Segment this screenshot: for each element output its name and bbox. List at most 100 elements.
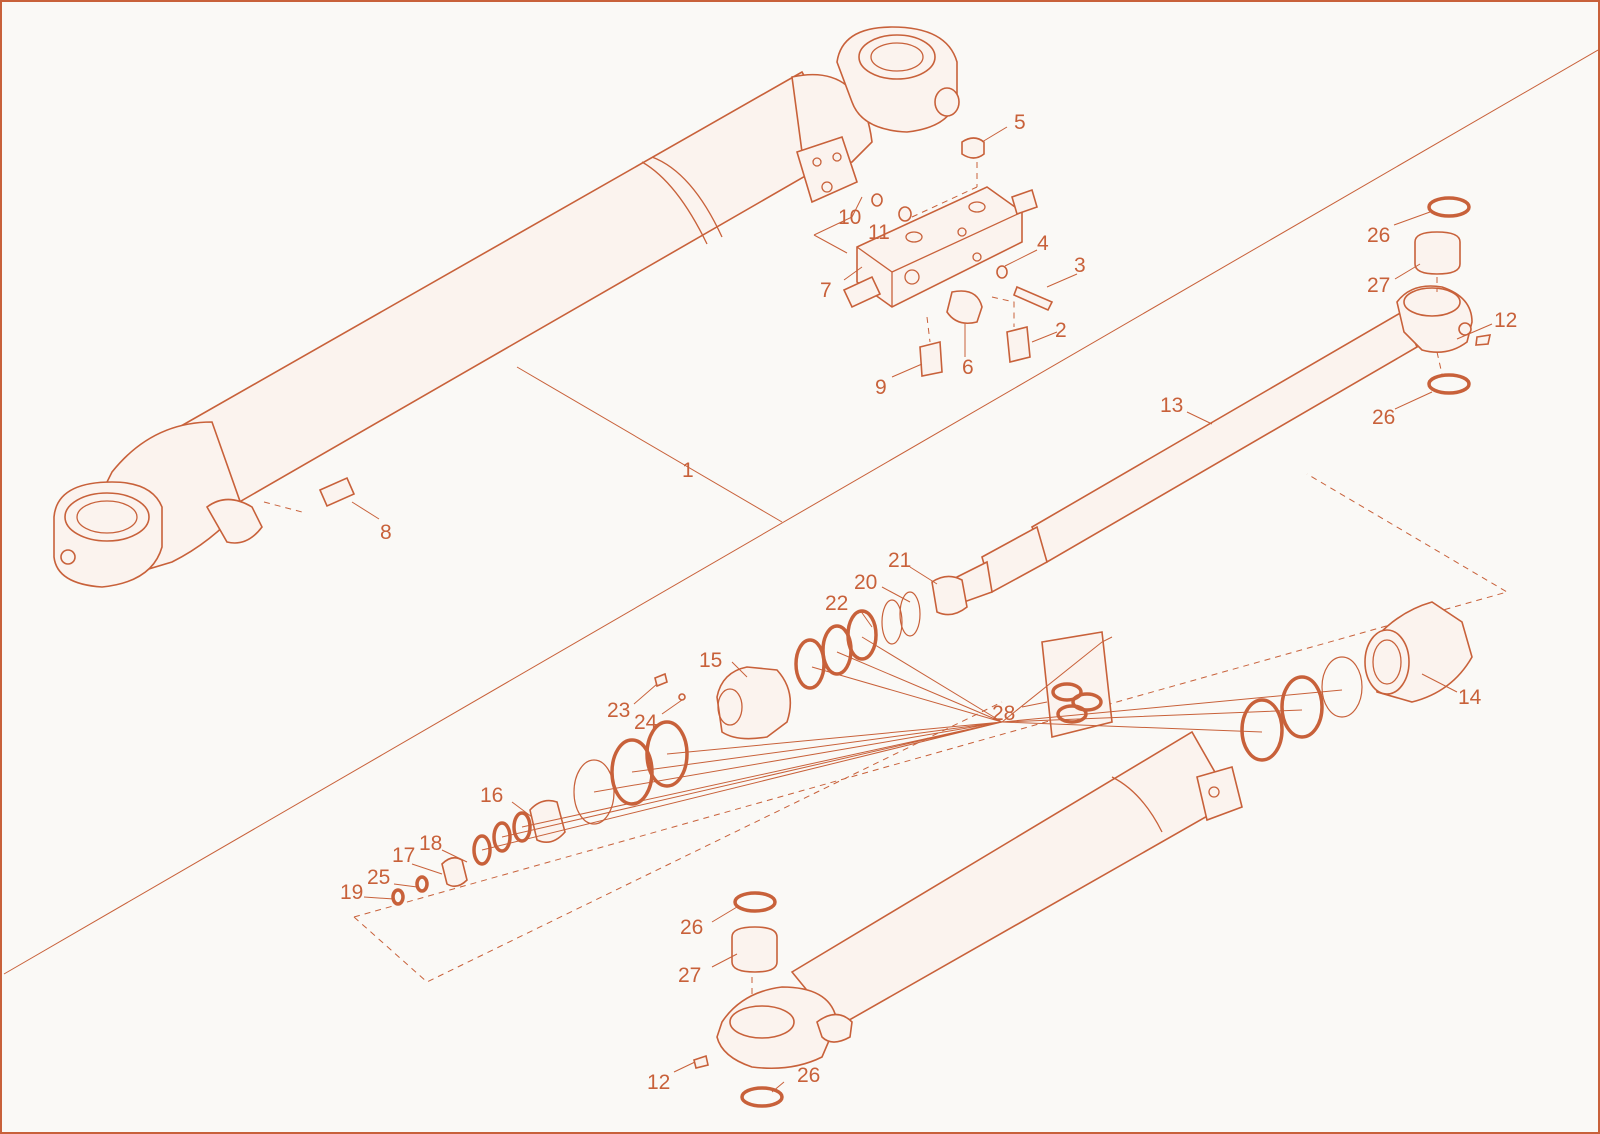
callout-2: 2 xyxy=(1055,319,1067,342)
seal-ring-b xyxy=(610,738,654,806)
gland-14-bore xyxy=(1372,639,1402,685)
assembled-cylinder xyxy=(53,26,960,588)
callout-27-right: 27 xyxy=(1367,274,1390,297)
bushing-27-right xyxy=(1414,231,1461,275)
oring-18 xyxy=(472,834,492,866)
wear-ring-21 xyxy=(931,575,968,616)
leader-15 xyxy=(731,661,748,678)
callout-14: 14 xyxy=(1458,686,1482,709)
callout-10: 10 xyxy=(838,206,861,229)
seal-kit-boundary xyxy=(353,473,1509,983)
leader-8 xyxy=(351,501,380,520)
leader-21 xyxy=(909,566,938,585)
oring-10 xyxy=(871,193,883,207)
valve-block-edge xyxy=(856,246,893,273)
leader-26-upper-left xyxy=(711,906,738,923)
callout-26-upper-right: 26 xyxy=(1367,224,1390,247)
callout-26-upper-left: 26 xyxy=(680,916,703,939)
valve-block-edge-2 xyxy=(891,211,1023,273)
fitting-8-axis xyxy=(263,501,303,513)
callout-9: 9 xyxy=(875,376,887,399)
gland-seal-a xyxy=(1321,656,1363,718)
cylinder-tube xyxy=(790,730,1234,1029)
bushing-27-left xyxy=(731,926,778,973)
callout-18: 18 xyxy=(419,832,442,855)
valve-block xyxy=(856,186,1023,308)
leader-12-left xyxy=(673,1061,696,1073)
callout-24: 24 xyxy=(634,711,658,734)
seal-26-lower-left xyxy=(740,1086,784,1108)
leader-25 xyxy=(393,883,418,888)
washer-25 xyxy=(415,875,429,893)
fitting-8 xyxy=(263,476,356,513)
rod-eye-top-bore-inner xyxy=(870,42,924,72)
valve-small-parts xyxy=(871,137,1054,377)
leader-5 xyxy=(981,126,1008,143)
rod-eye-bore xyxy=(1403,287,1461,317)
valve-block-group xyxy=(842,186,1038,309)
callout-22: 22 xyxy=(825,592,848,615)
callout-11: 11 xyxy=(868,221,890,244)
leader-19 xyxy=(363,896,395,900)
piston-15-face xyxy=(717,688,743,726)
callout-12-right: 12 xyxy=(1494,309,1517,332)
leader-14 xyxy=(1421,673,1458,693)
valve-port-3 xyxy=(904,269,920,285)
callout-17: 17 xyxy=(392,844,415,867)
rod-eye-top-bore xyxy=(858,34,936,80)
leader-12-right xyxy=(1456,323,1493,340)
leader-26-lower-left xyxy=(771,1081,785,1093)
callout-12-left: 12 xyxy=(647,1071,670,1094)
leader-bracket-7b xyxy=(813,234,848,254)
leader-24 xyxy=(661,699,683,715)
divider-line xyxy=(3,49,1598,975)
tube-port-pad xyxy=(1196,766,1243,822)
leader-16 xyxy=(511,801,533,818)
barrel-seam xyxy=(651,156,723,238)
callout-3: 3 xyxy=(1074,254,1086,277)
callout-25: 25 xyxy=(367,866,390,889)
callout-27-left: 27 xyxy=(678,964,701,987)
callout-13: 13 xyxy=(1160,394,1183,417)
piston-rod xyxy=(1030,310,1419,564)
pin-23 xyxy=(654,672,668,688)
leader-lines xyxy=(351,126,1493,1093)
seal-26-upper-right xyxy=(1427,196,1471,218)
callout-26-lower-right: 26 xyxy=(1372,406,1395,429)
leader-28-seals xyxy=(1001,689,1343,733)
callout-16: 16 xyxy=(480,784,503,807)
callout-8: 8 xyxy=(380,521,392,544)
snap-ring-20b xyxy=(881,599,903,645)
valve-spigot-right xyxy=(1011,188,1038,216)
leader-28-rings xyxy=(593,721,1003,793)
callout-28: 28 xyxy=(992,702,1015,725)
nut-19 xyxy=(391,888,405,906)
bag-oring-2 xyxy=(1071,692,1103,712)
valve-hole-a xyxy=(957,227,967,237)
leader-28 xyxy=(1001,636,1113,723)
callout-26-lower-left: 26 xyxy=(797,1064,820,1087)
tube-eye-bore xyxy=(729,1005,795,1039)
callout-19: 19 xyxy=(340,881,363,904)
fitting-9-axis xyxy=(926,316,931,343)
leader-4 xyxy=(1004,249,1038,267)
valve-port-2 xyxy=(968,201,986,213)
fitting-9 xyxy=(919,340,943,377)
callout-6: 6 xyxy=(962,356,974,379)
piston-15 xyxy=(716,666,792,740)
gland-group xyxy=(1240,601,1473,762)
callout-23: 23 xyxy=(607,699,630,722)
mount-hole-2 xyxy=(832,152,842,162)
callout-20: 20 xyxy=(854,571,877,594)
rod-eye-grease-port xyxy=(1458,322,1472,336)
leader-20 xyxy=(881,586,911,603)
leader-26-upper-right xyxy=(1393,211,1431,226)
leader-bracket-7a xyxy=(813,196,863,236)
leader-23 xyxy=(633,683,658,705)
grease-nipple-12-right xyxy=(1475,334,1492,346)
elbow-6 xyxy=(946,290,983,325)
seal-26-lower-right xyxy=(1427,373,1471,395)
base-port-elbow xyxy=(205,498,263,544)
